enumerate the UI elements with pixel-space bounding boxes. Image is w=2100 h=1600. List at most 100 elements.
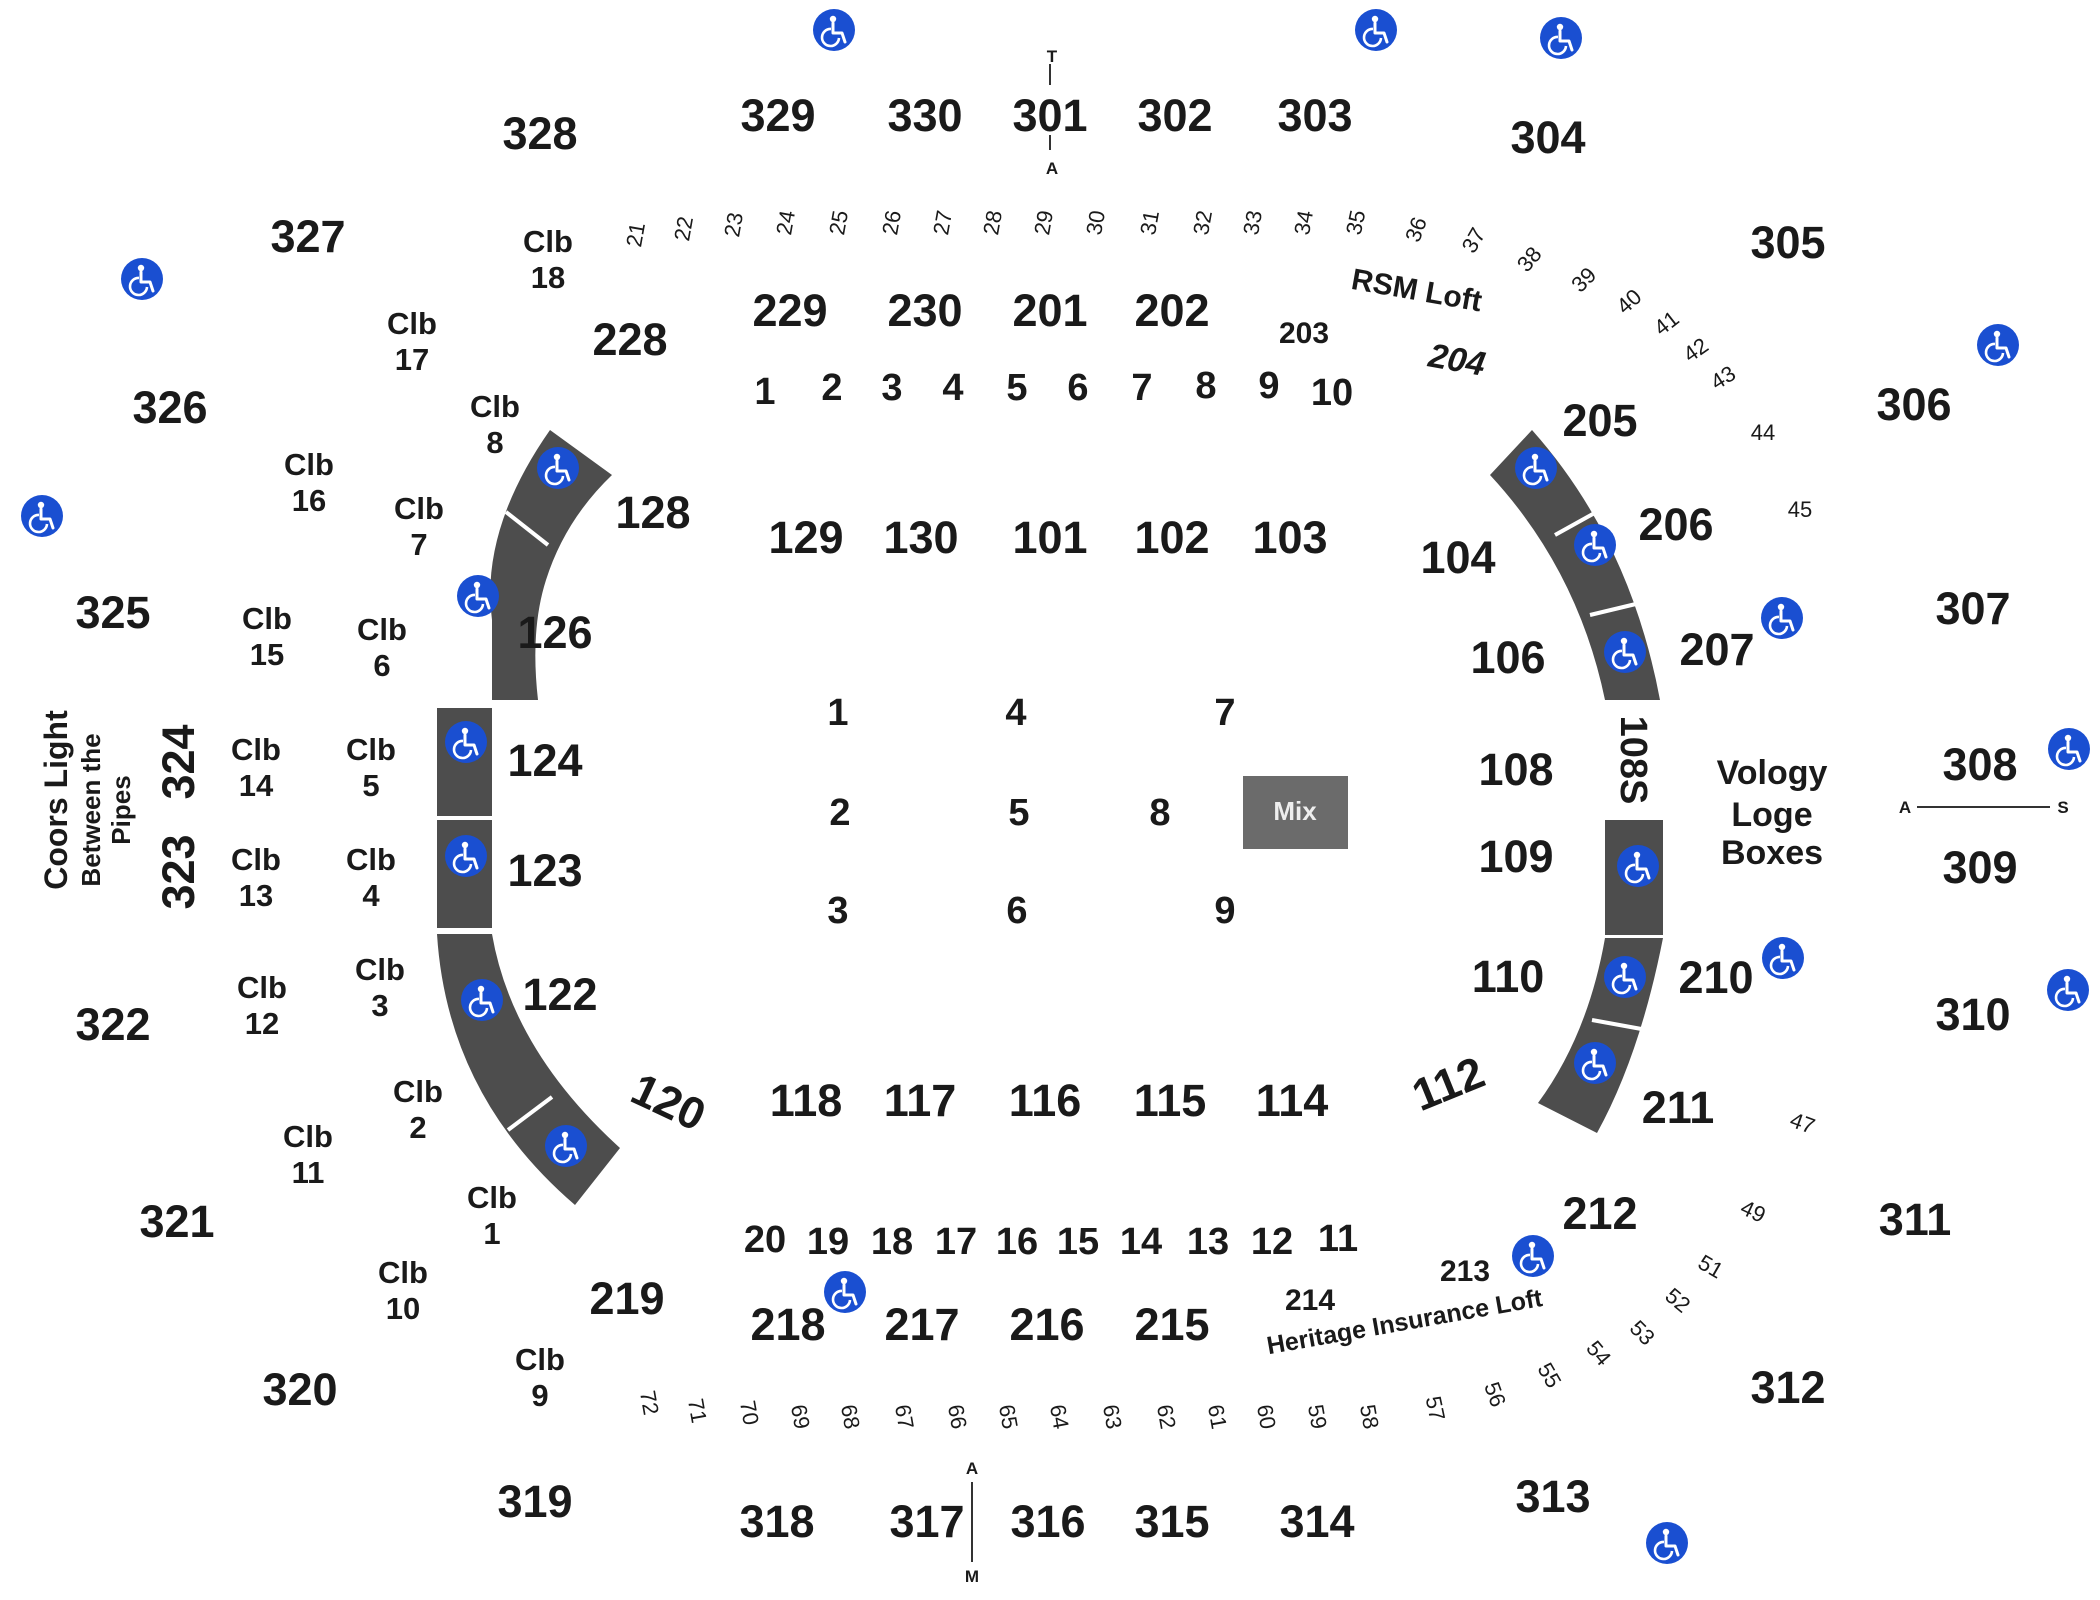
- section-204[interactable]: 204: [1425, 336, 1489, 383]
- loge-box-52[interactable]: 52: [1660, 1283, 1695, 1318]
- loge-box-43[interactable]: 43: [1706, 361, 1740, 395]
- loge-box-56[interactable]: 56: [1479, 1379, 1511, 1411]
- section-321[interactable]: 321: [139, 1196, 214, 1247]
- section-305[interactable]: 305: [1750, 217, 1825, 268]
- loge-box-72[interactable]: 72: [635, 1388, 664, 1416]
- vology-loge-boxes[interactable]: Vology Loge Boxes: [1717, 754, 1828, 872]
- loge-box-68[interactable]: 68: [836, 1402, 865, 1430]
- loge-box-36[interactable]: 36: [1400, 214, 1432, 246]
- loge-box-71[interactable]: 71: [683, 1396, 712, 1424]
- club-box-11[interactable]: Clb 11: [283, 1119, 333, 1190]
- section-108s[interactable]: 108S: [1612, 716, 1654, 805]
- section-203[interactable]: 203: [1279, 317, 1329, 350]
- loge-box-62[interactable]: 62: [1152, 1402, 1181, 1430]
- section-318[interactable]: 318: [739, 1496, 814, 1547]
- loge-box-69[interactable]: 69: [786, 1402, 815, 1430]
- loge-box-66[interactable]: 66: [943, 1402, 972, 1430]
- section-319[interactable]: 319: [497, 1476, 572, 1527]
- suite-17[interactable]: 17: [935, 1221, 977, 1263]
- section-102[interactable]: 102: [1134, 512, 1209, 563]
- loge-box-25[interactable]: 25: [824, 208, 853, 236]
- loge-box-45[interactable]: 45: [1788, 497, 1812, 522]
- section-115[interactable]: 115: [1134, 1075, 1207, 1126]
- section-308[interactable]: 308: [1942, 739, 2017, 790]
- club-box-9[interactable]: Clb 9: [515, 1342, 565, 1413]
- section-212[interactable]: 212: [1562, 1188, 1637, 1239]
- loge-box-61[interactable]: 61: [1203, 1402, 1232, 1430]
- section-317[interactable]: 317: [889, 1496, 964, 1547]
- suite-7[interactable]: 7: [1131, 367, 1152, 409]
- section-202[interactable]: 202: [1134, 285, 1209, 336]
- club-box-4[interactable]: Clb 4: [346, 842, 396, 913]
- loge-box-37[interactable]: 37: [1457, 223, 1491, 257]
- loge-box-53[interactable]: 53: [1625, 1315, 1660, 1350]
- section-330[interactable]: 330: [887, 90, 962, 141]
- section-320[interactable]: 320: [262, 1364, 337, 1415]
- loge-box-44[interactable]: 44: [1751, 420, 1775, 445]
- club-box-1[interactable]: Clb 1: [467, 1180, 517, 1251]
- suite-15[interactable]: 15: [1057, 1221, 1099, 1263]
- suite-16[interactable]: 16: [996, 1221, 1038, 1263]
- section-306[interactable]: 306: [1876, 379, 1951, 430]
- section-117[interactable]: 117: [884, 1075, 957, 1126]
- loge-box-67[interactable]: 67: [890, 1402, 919, 1430]
- floor-6[interactable]: 6: [1006, 890, 1027, 932]
- section-216[interactable]: 216: [1009, 1299, 1084, 1350]
- loge-box-59[interactable]: 59: [1303, 1402, 1332, 1430]
- section-304[interactable]: 304: [1510, 112, 1585, 163]
- club-box-8[interactable]: Clb 8: [470, 389, 520, 460]
- section-103[interactable]: 103: [1252, 512, 1327, 563]
- suite-10[interactable]: 10: [1311, 372, 1353, 414]
- loge-box-32[interactable]: 32: [1188, 208, 1217, 236]
- club-box-2[interactable]: Clb 2: [393, 1074, 443, 1145]
- section-316[interactable]: 316: [1010, 1496, 1085, 1547]
- section-230[interactable]: 230: [887, 285, 962, 336]
- suite-14[interactable]: 14: [1120, 1221, 1162, 1263]
- section-205[interactable]: 205: [1562, 395, 1637, 446]
- suite-9[interactable]: 9: [1258, 365, 1279, 407]
- club-box-17[interactable]: Clb 17: [387, 306, 437, 377]
- suite-11[interactable]: 11: [1318, 1218, 1358, 1260]
- section-324[interactable]: 324: [153, 724, 204, 799]
- section-213[interactable]: 213: [1440, 1255, 1490, 1288]
- loge-box-39[interactable]: 39: [1566, 262, 1601, 297]
- section-302[interactable]: 302: [1137, 90, 1212, 141]
- loge-box-57[interactable]: 57: [1421, 1394, 1451, 1423]
- loge-box-55[interactable]: 55: [1533, 1358, 1567, 1392]
- club-box-6[interactable]: Clb 6: [357, 612, 407, 683]
- section-214[interactable]: 214: [1285, 1284, 1335, 1317]
- section-124[interactable]: 124: [507, 735, 582, 786]
- section-122[interactable]: 122: [522, 969, 597, 1020]
- loge-box-28[interactable]: 28: [978, 208, 1007, 236]
- section-114[interactable]: 114: [1256, 1075, 1329, 1126]
- section-120[interactable]: 120: [624, 1063, 714, 1141]
- club-box-16[interactable]: Clb 16: [284, 447, 334, 518]
- floor-1[interactable]: 1: [827, 692, 848, 734]
- club-box-10[interactable]: Clb 10: [378, 1255, 428, 1326]
- club-box-15[interactable]: Clb 15: [242, 601, 292, 672]
- section-310[interactable]: 310: [1935, 989, 2010, 1040]
- section-128[interactable]: 128: [615, 487, 690, 538]
- floor-5[interactable]: 5: [1008, 792, 1029, 834]
- section-219[interactable]: 219: [589, 1273, 664, 1324]
- loge-box-23[interactable]: 23: [719, 210, 748, 238]
- section-109[interactable]: 109: [1478, 831, 1553, 882]
- suite-13[interactable]: 13: [1187, 1221, 1229, 1263]
- section-309[interactable]: 309: [1942, 842, 2017, 893]
- suite-8[interactable]: 8: [1195, 365, 1216, 407]
- loge-box-41[interactable]: 41: [1649, 306, 1684, 341]
- section-211[interactable]: 211: [1642, 1082, 1715, 1133]
- loge-box-63[interactable]: 63: [1098, 1402, 1127, 1430]
- section-301[interactable]: 301: [1012, 90, 1087, 141]
- loge-box-47[interactable]: 47: [1787, 1107, 1819, 1139]
- club-box-7[interactable]: Clb 7: [394, 491, 444, 562]
- suite-6[interactable]: 6: [1067, 367, 1088, 409]
- section-325[interactable]: 325: [75, 587, 150, 638]
- suite-12[interactable]: 12: [1251, 1221, 1293, 1263]
- loge-box-60[interactable]: 60: [1252, 1402, 1281, 1430]
- section-130[interactable]: 130: [883, 512, 958, 563]
- section-207[interactable]: 207: [1679, 624, 1754, 675]
- section-218[interactable]: 218: [750, 1299, 825, 1350]
- loge-box-34[interactable]: 34: [1289, 208, 1318, 236]
- floor-8[interactable]: 8: [1149, 792, 1170, 834]
